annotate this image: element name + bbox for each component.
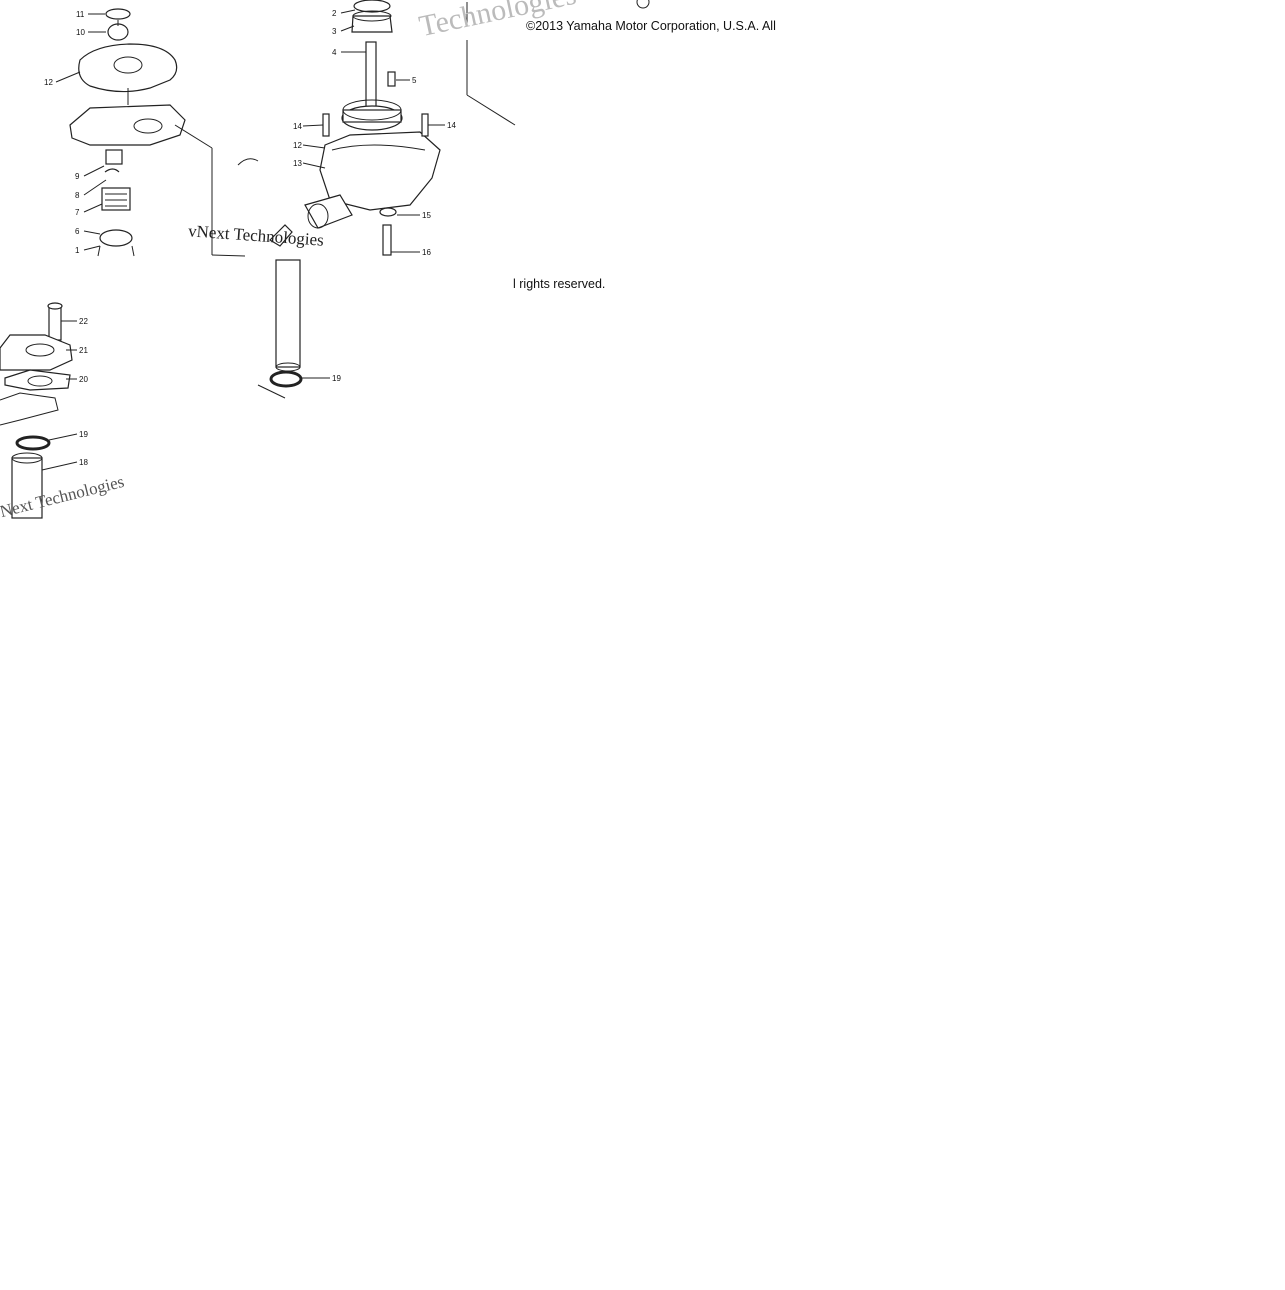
bearing-part	[107, 23, 129, 41]
callout-12: 12	[44, 78, 53, 87]
pump-shaft-part	[365, 41, 377, 113]
seal-part	[105, 149, 123, 165]
dowel-right-part	[421, 113, 429, 137]
callout-19-center: 19	[332, 374, 341, 383]
lower-o-ring-part	[15, 435, 51, 451]
callout-6: 6	[75, 227, 80, 236]
callout-1: 1	[75, 246, 80, 255]
center-callouts: 2 3 4 5 14 14 12 13 15 16	[293, 9, 456, 257]
clip-part	[104, 168, 120, 173]
callout-11: 11	[76, 10, 85, 19]
callout-5: 5	[412, 76, 417, 85]
washer-part	[379, 207, 397, 217]
flange-gasket-part	[4, 369, 71, 391]
callout-13: 13	[293, 159, 302, 168]
center-lower-assembly: 19	[257, 259, 341, 399]
left-upper-assembly	[69, 8, 259, 257]
gear-part	[101, 187, 131, 211]
elbow-part	[0, 334, 73, 371]
callout-21: 21	[79, 346, 88, 355]
callout-12-center: 12	[293, 141, 302, 150]
bolt-part	[382, 224, 392, 256]
center-housing-part	[319, 131, 441, 211]
small-fitting-icon	[636, 0, 650, 9]
callout-15: 15	[422, 211, 431, 220]
callout-22: 22	[79, 317, 88, 326]
copyright-line-1: ©2013 Yamaha Motor Corporation, U.S.A. A…	[526, 19, 776, 33]
callout-10: 10	[76, 28, 85, 37]
center-o-ring-part	[269, 370, 303, 388]
lower-bolt-part	[48, 305, 62, 341]
callout-9: 9	[75, 172, 80, 181]
fwd-arrow-icon	[269, 224, 293, 247]
pin-part	[387, 71, 396, 87]
callout-20: 20	[79, 375, 88, 384]
lower-bearing-part	[99, 229, 133, 247]
callout-3: 3	[332, 27, 337, 36]
callout-7: 7	[75, 208, 80, 217]
pump-housing-part	[69, 104, 186, 146]
long-pipe-part	[275, 259, 301, 368]
center-clip-part	[353, 0, 391, 13]
callout-8: 8	[75, 191, 80, 200]
outlet-pipe-part	[304, 194, 353, 229]
cover-gasket-part	[78, 43, 178, 93]
callout-16: 16	[422, 248, 431, 257]
circlip-part	[105, 8, 131, 20]
callout-4: 4	[332, 48, 337, 57]
dowel-left-part	[322, 113, 330, 137]
lower-pipe-part	[11, 457, 43, 519]
callout-2: 2	[332, 9, 337, 18]
lower-left-assembly	[0, 302, 73, 519]
lower-left-callouts: 22 21 20 19 18	[41, 317, 88, 471]
callout-18: 18	[79, 458, 88, 467]
left-upper-callouts: 11 10 12 9 8 7 6 1	[44, 10, 107, 255]
callout-14-right: 14	[447, 121, 456, 130]
center-assembly	[269, 0, 650, 256]
center-bearing-part	[351, 15, 393, 33]
callout-14-left: 14	[293, 122, 302, 131]
copyright-line-2: l rights reserved.	[513, 277, 606, 291]
callout-19-left: 19	[79, 430, 88, 439]
